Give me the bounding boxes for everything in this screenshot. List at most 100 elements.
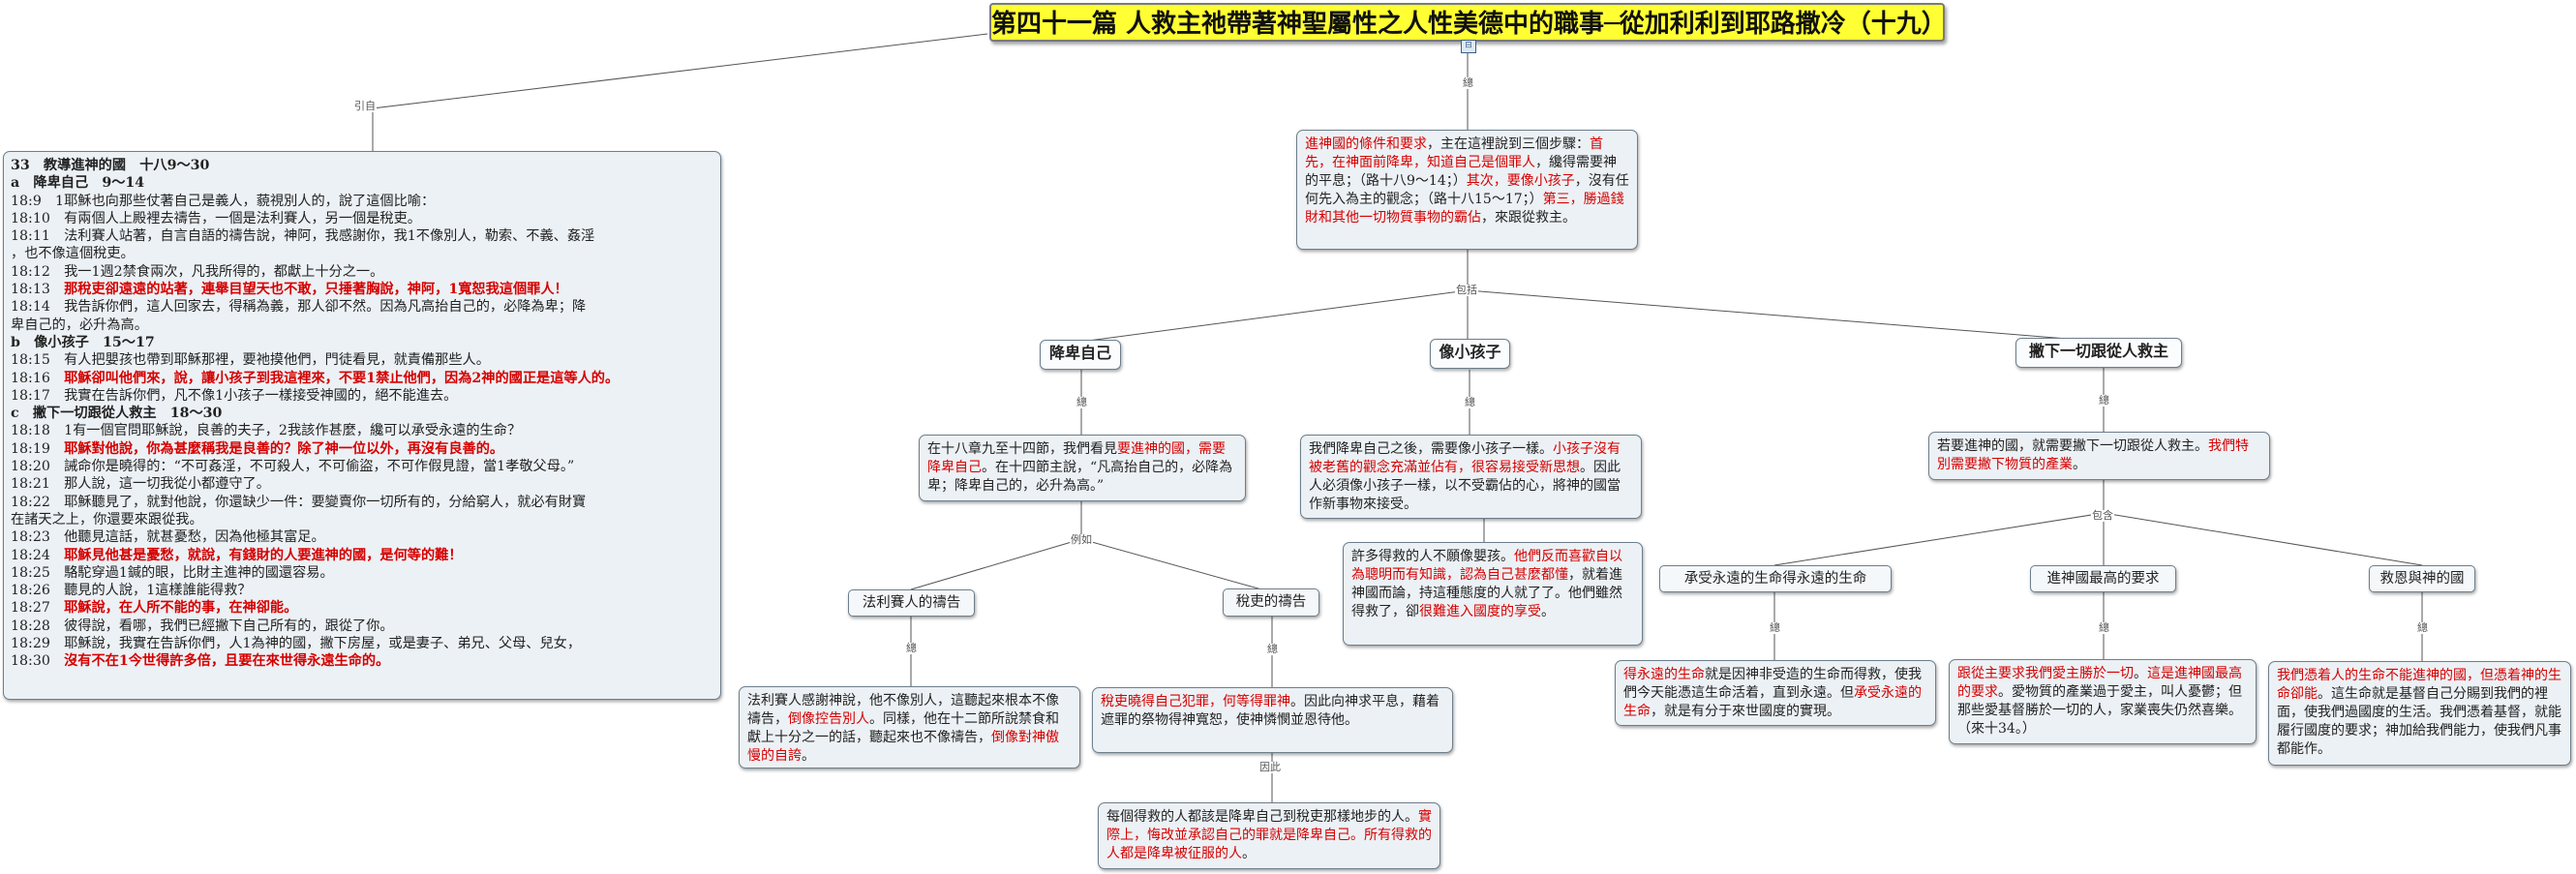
text-segment: 要進神的國，需要降卑自己 (927, 441, 1226, 475)
saved-desc-node[interactable]: 每個得救的人都該是降卑自己到稅吏那樣地步的人。實際上，悔改並承認自己的罪就是降卑… (1098, 802, 1440, 869)
outline-line: 18:17 我實在告訴你們，凡不像1小孩子一樣接受神國的，絕不能進去。 (11, 387, 713, 405)
life-desc-node[interactable]: 得永遠的生命就是因神非受造的生命而得救，使我們今天能憑這生命活着，直到永遠。但承… (1615, 660, 1936, 726)
collapse-toggle-icon[interactable]: ⊟ (1461, 40, 1476, 53)
text-segment: 18:30 (11, 653, 65, 670)
forsake-desc-node[interactable]: 若要進神的國，就需要撇下一切跟從人救主。我們特別需要撇下物質的產業。 (1928, 432, 2270, 480)
pharisee-desc-node[interactable]: 法利賽人感謝神說，他不像別人，這聽起來根本不像禱告，倒像控告別人。同樣，他在十二… (739, 686, 1080, 769)
text-segment: 18:22 耶穌聽見了，就對他說，你還缺少一件：要變賣你一切所有的，分給窮人，就… (11, 494, 587, 510)
child-desc-node[interactable]: 我們降卑自己之後，需要像小孩子一樣。小孩子沒有被老舊的觀念充滿並佔有，很容易接受… (1300, 435, 1642, 519)
outline-line: b 像小孩子 15～17 (11, 334, 713, 351)
grace-desc-node[interactable]: 我們憑着人的生命不能進神的國，但憑着神的生命卻能。這生命就是基督自己分賜到我們的… (2268, 661, 2571, 766)
text-segment: ，來跟從救主。 (1481, 210, 1576, 226)
text-segment: 。這生命就是基督自己分賜到我們的裡面，使我們過國度的生活。我們憑着基督，就能履行… (2277, 686, 2561, 757)
outline-line: 18:25 駱駝穿過1鍼的眼，比財主進神的國還容易。 (11, 564, 713, 582)
label-example: 例如 (1070, 533, 1093, 546)
outline-line: 卑自己的，必升為高。 (11, 316, 713, 334)
text-segment: 耶穌說，在人所不能的事，在神卻能。 (64, 600, 298, 617)
sub-highest-requirement-node[interactable]: 進神國最高的要求 (2030, 565, 2176, 592)
text-segment: 。在十四節主說，“凡高抬自己的，必降為卑；降卑自己的，必升為高。” (927, 460, 1233, 494)
text-segment: 18:16 (11, 370, 65, 386)
outline-line: 18:15 有人把嬰孩也帶到耶穌那裡，要祂摸他們，門徒看見，就責備那些人。 (11, 351, 713, 369)
sub-salvation-kingdom-node[interactable]: 救恩與神的國 (2369, 565, 2475, 592)
label-total-pharisee: 總 (905, 642, 918, 654)
text-segment: 我們特別需要撇下物質的產業 (1937, 438, 2249, 472)
text-segment: 倒像對神傲慢的自誇 (747, 730, 1059, 764)
outline-line: 18:27 耶穌說，在人所不能的事，在神卻能。 (11, 599, 713, 617)
text-segment: 我們憑着人的生命不能進神的國，但憑着神的生命卻能 (2277, 668, 2561, 702)
step-forsake-node[interactable]: 撇下一切跟從人救主 (2015, 338, 2182, 368)
text-segment: 進神國的條件和要求 (1305, 136, 1427, 152)
text-segment: 很難進入國度的享受 (1419, 604, 1541, 619)
outline-line: 18:30 沒有不在1今世得許多倍，且要在來世得永遠生命的。 (11, 652, 713, 670)
text-segment: 。 (1242, 846, 1256, 861)
outline-line: 18:9 1耶穌也向那些仗著自己是義人，藐視別人的，說了這個比喻： (11, 193, 713, 210)
text-segment: 18:25 駱駝穿過1鍼的眼，比財主進神的國還容易。 (11, 564, 334, 581)
text-segment: 許多得救的人不願像嬰孩。 (1351, 549, 1514, 564)
text-segment: ，沒有任何先入為主的觀念；（路十八15～17；） (1305, 173, 1629, 207)
text-segment: 18:23 他聽見這話，就甚憂愁，因為他極其富足。 (11, 529, 325, 546)
publican-desc-node[interactable]: 稅吏曉得自己犯罪，何等得罪神。因此向神求平息，藉着遮罪的祭物得神寬恕，使神憐憫並… (1092, 687, 1453, 753)
text-segment: 18:29 耶穌說，我實在告訴你們，人1為神的國，撇下房屋，或是妻子、弟兄、父母… (11, 636, 582, 652)
outline-line: 18:10 有兩個人上殿裡去禱告，一個是法利賽人，另一個是稅吏。 (11, 210, 713, 227)
label-total-highest: 總 (2098, 621, 2110, 634)
text-segment: 18:14 我告訴你們，這人回家去，得稱為義，那人卻不然。因為凡高抬自己的，必降… (11, 299, 587, 316)
text-segment: 18:17 我實在告訴你們，凡不像1小孩子一樣接受神國的，絕不能進去。 (11, 387, 458, 404)
summary-node[interactable]: 進神國的條件和要求，主在這裡說到三個步驟：首先，在神面前降卑，知道自己是個罪人，… (1296, 130, 1638, 250)
text-segment: 18:24 (11, 547, 65, 563)
outline-line: 18:11 法利賽人站著，自言自語的禱告說，神阿，我感謝你，我1不像別人，勒索、… (11, 227, 713, 245)
page-title: 第四十一篇 人救主祂帶著神聖屬性之人性美德中的職事─從加利利到耶路撒冷（十九） (989, 3, 1947, 42)
text-segment: 18:15 有人把嬰孩也帶到耶穌那裡，要祂摸他們，門徒看見，就責備那些人。 (11, 352, 490, 369)
text-segment: 18:27 (11, 600, 65, 617)
outline-line: 18:24 耶穌見他甚是憂愁，就說，有錢財的人要進神的國，是何等的難！ (11, 547, 713, 564)
label-total-child: 總 (1464, 396, 1476, 408)
outline-line: 18:20 誡命你是曉得的：“不可姦淫，不可殺人，不可偷盜，不可作假見證，當1孝… (11, 458, 713, 475)
label-total-grace: 總 (2416, 621, 2429, 634)
text-segment: 承受永遠的生命 (1623, 685, 1922, 719)
step-humble-node[interactable]: 降卑自己 (1040, 340, 1121, 370)
text-segment: 18:19 (11, 440, 65, 457)
text-segment: 就是因神非受造的生命而得救，使我們今天能憑這生命活着，直到永遠。但 (1623, 667, 1922, 701)
text-segment: 在十八章九至十四節，我們看見 (927, 441, 1117, 457)
outline-line: 在諸天之上，你還要來跟從我。 (11, 511, 713, 528)
outline-line: 18:13 那稅吏卻遠遠的站著，連舉目望天也不敢，只捶著胸說，神阿，1寬恕我這個… (11, 281, 713, 298)
child-desc2-node[interactable]: 許多得救的人不願像嬰孩。他們反而喜歡自以為聰明而有知識，認為自己甚麼都懂，就着進… (1343, 542, 1643, 646)
text-segment: 沒有不在1今世得許多倍，且要在來世得永遠生命的。 (64, 653, 390, 670)
text-segment: ，就是有分于來世國度的實現。 (1651, 704, 1840, 719)
text-segment: 那稅吏卻遠遠的站著，連舉目望天也不敢，只捶著胸說，神阿，1寬恕我這個罪人！ (64, 282, 568, 298)
text-segment: 耶穌對他說，你為甚麼稱我是良善的？除了神一位以外，再沒有良善的。 (64, 440, 504, 457)
pharisee-prayer-node[interactable]: 法利賽人的禱告 (848, 589, 975, 617)
text-segment: 這是進神國最高的要求 (1957, 666, 2242, 700)
outline-line: 18:21 那人說，這一切我從小都遵守了。 (11, 475, 713, 493)
text-segment: a 降卑自己 9～14 (11, 175, 145, 192)
text-segment: 其次，要像小孩子 (1466, 173, 1575, 189)
text-segment: 18:9 1耶穌也向那些仗著自己是義人，藐視別人的，說了這個比喻： (11, 193, 436, 209)
text-segment: 耶穌卻叫他們來，說，讓小孩子到我這裡來，不要1禁止他們，因為2神的國正是這等人的… (64, 370, 620, 386)
text-segment: 稅吏曉得自己犯罪，何等得罪神 (1101, 694, 1290, 709)
sub-eternal-life-node[interactable]: 承受永遠的生命得永遠的生命 (1659, 565, 1892, 592)
text-segment: ，纔得需要神的平息；（路十八9～14；） (1305, 155, 1617, 189)
text-segment: 卑自己的，必升為高。 (11, 316, 148, 333)
text-segment: 。 (1541, 604, 1555, 619)
text-segment: 在諸天之上，你還要來跟從我。 (11, 511, 203, 527)
highest-desc-node[interactable]: 跟從主要求我們愛主勝於一切。這是進神國最高的要求。愛物質的產業過于愛主，叫人憂鬱… (1949, 659, 2257, 744)
text-segment: 。同樣，他在十二節所說禁食和獻上十分之一的話，聽起來也不像禱告， (747, 711, 1059, 745)
outline-line: a 降卑自己 9～14 (11, 174, 713, 192)
publican-prayer-node[interactable]: 稅吏的禱告 (1223, 588, 1319, 617)
humble-desc-node[interactable]: 在十八章九至十四節，我們看見要進神的國，需要降卑自己。在十四節主說，“凡高抬自己… (919, 435, 1246, 501)
label-total-humble: 總 (1076, 396, 1088, 408)
text-segment: 跟從主要求我們愛主勝於一切 (1957, 666, 2134, 681)
outline-line: 18:23 他聽見這話，就甚憂愁，因為他極其富足。 (11, 528, 713, 546)
label-therefore: 因此 (1258, 761, 1282, 773)
text-segment: 。 (802, 748, 815, 764)
outline-line: 18:19 耶穌對他說，你為甚麼稱我是良善的？除了神一位以外，再沒有良善的。 (11, 440, 713, 458)
outline-line: 18:29 耶穌說，我實在告訴你們，人1為神的國，撇下房屋，或是妻子、弟兄、父母… (11, 635, 713, 652)
outline-line: c 撇下一切跟從人救主 18～30 (11, 405, 713, 422)
outline-line: 33 教導進神的國 十八9～30 (11, 157, 713, 174)
text-segment: ，主在這裡說到三個步驟： (1427, 136, 1590, 152)
text-segment: 我們降卑自己之後，需要像小孩子一樣。 (1309, 441, 1553, 457)
outline-line: ，也不像這個稅吏。 (11, 245, 713, 262)
text-segment: 。愛物質的產業過于愛主，叫人憂鬱；但那些愛基督勝於一切的人，家業喪失仍然喜樂。（… (1957, 684, 2242, 737)
step-child-node[interactable]: 像小孩子 (1430, 339, 1510, 369)
text-segment: ，就着進神國而論，持這種態度的人就了了。他們雖然得救了，卻 (1351, 567, 1622, 619)
